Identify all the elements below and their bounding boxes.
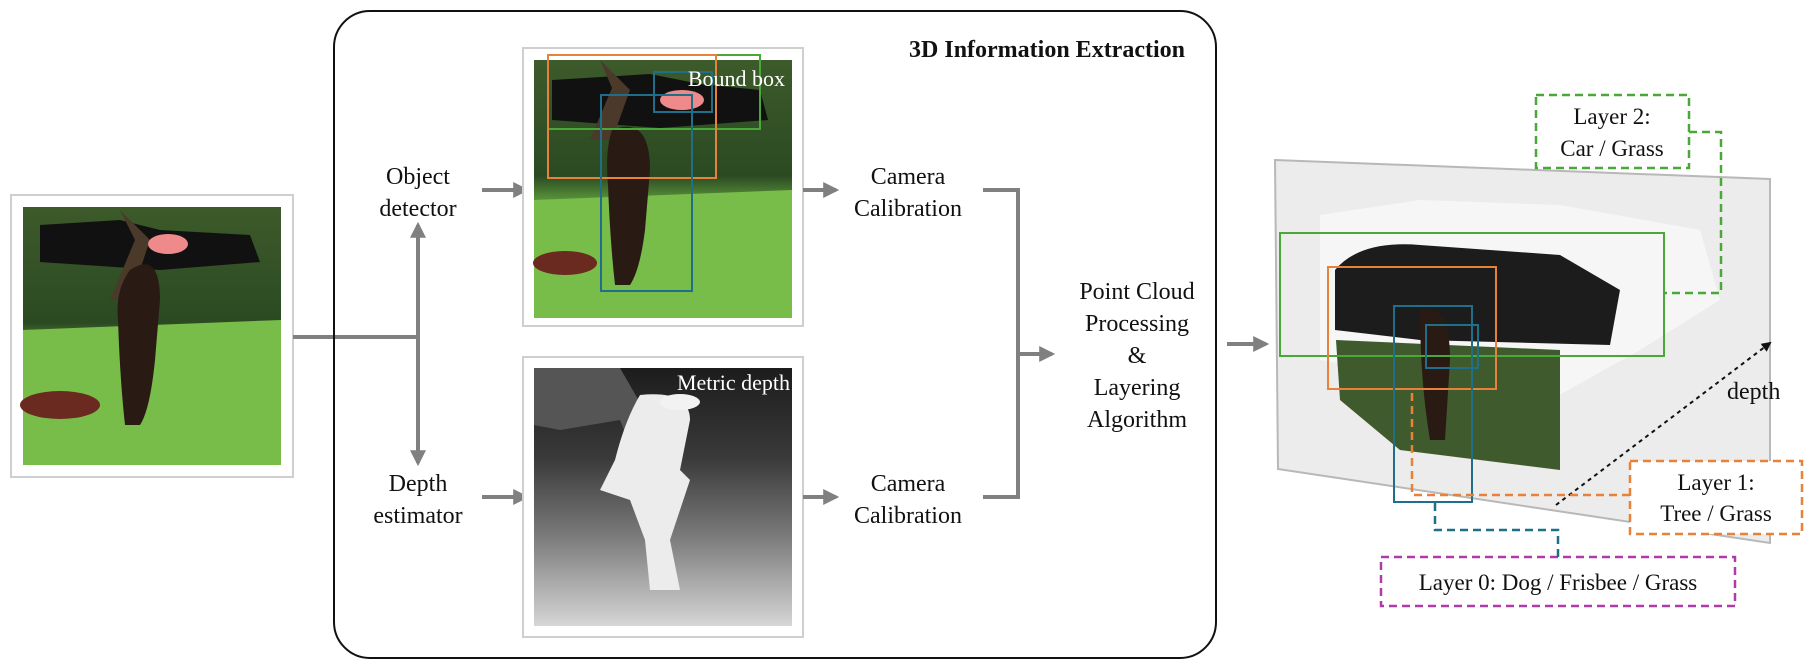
output-box-frisbee [1425,324,1479,369]
point-cloud-line4: Layering [1094,375,1181,401]
extraction-panel: 3D Information Extraction [333,10,1217,659]
depth-image: Metric depth [522,356,804,638]
depth-estimator-line2: estimator [373,503,462,529]
bbox-frisbee [653,71,713,113]
layer1-callout: Layer 1: Tree / Grass [1410,389,1804,536]
panel-title: 3D Information Extraction [909,37,1185,63]
bbox-tree [547,54,717,179]
bbox-image: Bound box [522,47,804,327]
depth-overlay-label: Metric depth [677,370,790,395]
layer2-line1: Layer 2: [1573,104,1650,129]
input-photo [10,194,294,478]
point-cloud-label: Point Cloud Processing & Layering Algori… [1079,279,1194,433]
point-cloud-line3: & [1128,343,1147,369]
point-cloud-line5: Algorithm [1087,407,1187,433]
output-box-dog [1393,305,1473,503]
camera-top-line2: Calibration [854,196,962,222]
layer2-callout: Layer 2: Car / Grass [1534,93,1723,295]
input-connector [293,221,426,467]
layer1-line2: Tree / Grass [1660,501,1772,526]
object-detector-label: Object detector [379,164,456,222]
layer0-line1: Layer 0: Dog / Frisbee / Grass [1419,570,1698,595]
bbox-overlay-label: Bound box [688,66,785,91]
object-detector-line1: Object [386,164,450,190]
point-cloud-line2: Processing [1085,311,1189,337]
layer2-line2: Car / Grass [1560,136,1664,161]
depth-estimator-line1: Depth [389,471,448,497]
merge-bracket [983,188,1056,499]
layer0-callout: Layer 0: Dog / Frisbee / Grass [1379,502,1737,608]
object-detector-line2: detector [379,196,456,222]
depth-axis-label: depth [1727,379,1780,405]
bbox-dog [600,94,693,292]
depth-axis: depth [1555,341,1780,506]
point-cloud-line1: Point Cloud [1079,279,1194,305]
output-box-tree [1327,266,1497,390]
layer1-line1: Layer 1: [1677,470,1754,495]
camera-bottom-line2: Calibration [854,503,962,529]
camera-calibration-bottom: Camera Calibration [854,471,962,529]
camera-bottom-line1: Camera [871,471,946,497]
point-cloud-output [1273,158,1771,545]
camera-calibration-top: Camera Calibration [854,164,962,222]
depth-estimator-label: Depth estimator [373,471,462,529]
camera-top-line1: Camera [871,164,946,190]
